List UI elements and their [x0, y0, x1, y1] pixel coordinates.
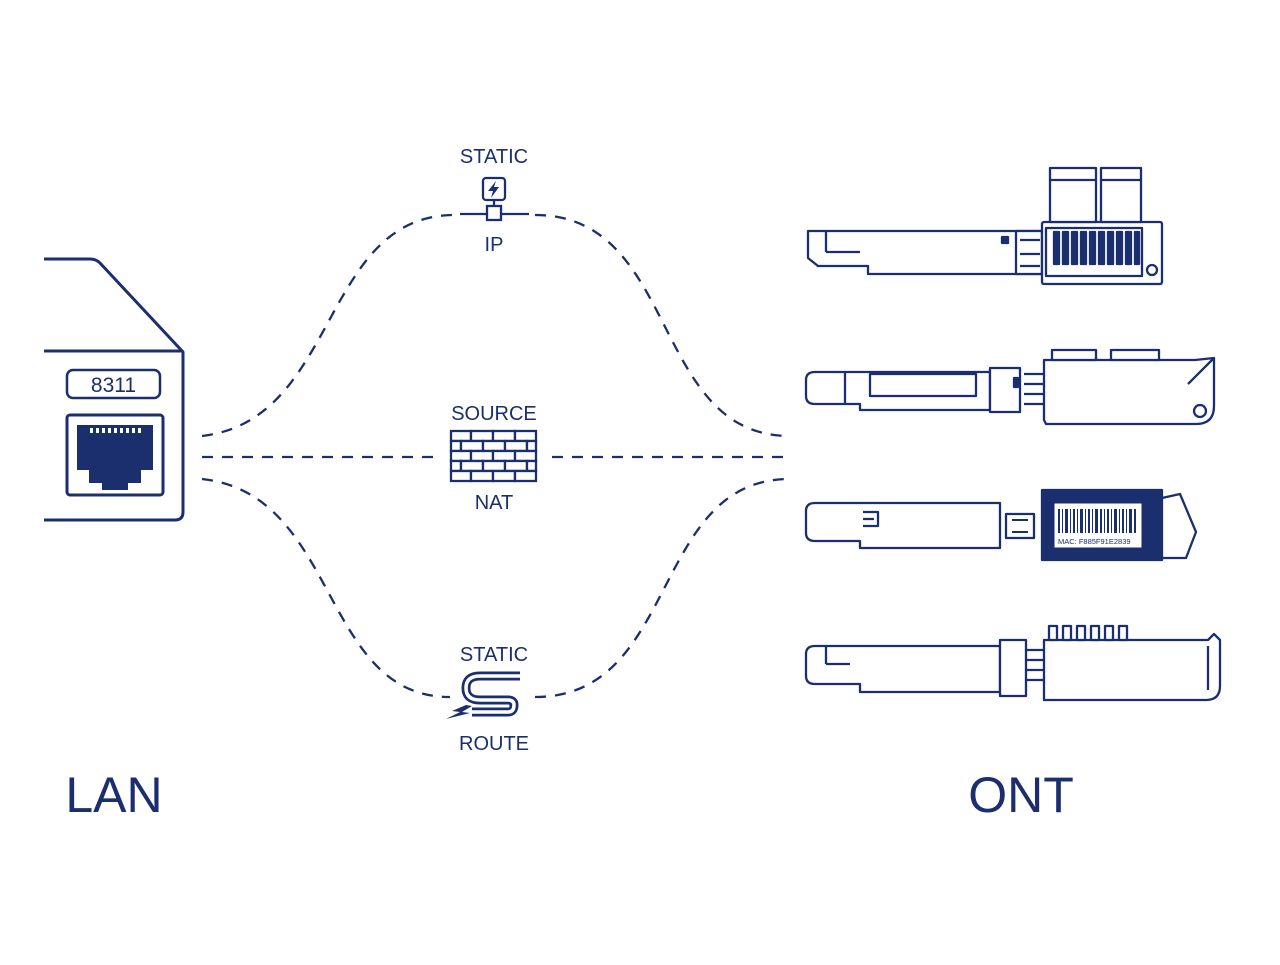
static-ip-label-top: STATIC	[460, 146, 528, 168]
route-bolt-icon	[446, 705, 472, 719]
path-static-route	[201, 477, 791, 699]
port-label-box	[65, 368, 162, 400]
ont-module-4[interactable]	[804, 624, 1222, 702]
source-nat-label-top: SOURCE	[451, 403, 537, 425]
barcode-icon	[1058, 509, 1136, 533]
lan-label: LAN	[65, 767, 162, 823]
ont-module-2[interactable]	[804, 348, 1216, 426]
ont-module-3[interactable]: MAC: F885F91E2839	[804, 488, 1198, 562]
route-path-icon	[446, 671, 520, 719]
static-route-method: STATIC ROUTE	[446, 644, 529, 755]
static-ip-method: STATIC IP	[460, 146, 529, 256]
source-nat-label-bottom: NAT	[475, 492, 514, 514]
rj45-port-icon[interactable]	[65, 413, 165, 497]
port-label: 8311	[91, 374, 136, 397]
ont-label: ONT	[968, 767, 1074, 823]
connection-paths	[201, 213, 791, 699]
static-route-label-top: STATIC	[460, 644, 528, 666]
static-route-label-bottom: ROUTE	[459, 733, 529, 755]
firewall-brick-icon	[449, 429, 538, 483]
router-device: 8311	[44, 257, 185, 522]
path-static-ip	[201, 213, 791, 438]
mac-address-label: MAC: F885F91E2839	[1058, 537, 1131, 546]
source-nat-method: SOURCE	[449, 403, 538, 514]
static-ip-label-bottom: IP	[485, 234, 504, 256]
network-bolt-icon	[460, 176, 529, 222]
ont-module-1[interactable]	[806, 166, 1164, 286]
